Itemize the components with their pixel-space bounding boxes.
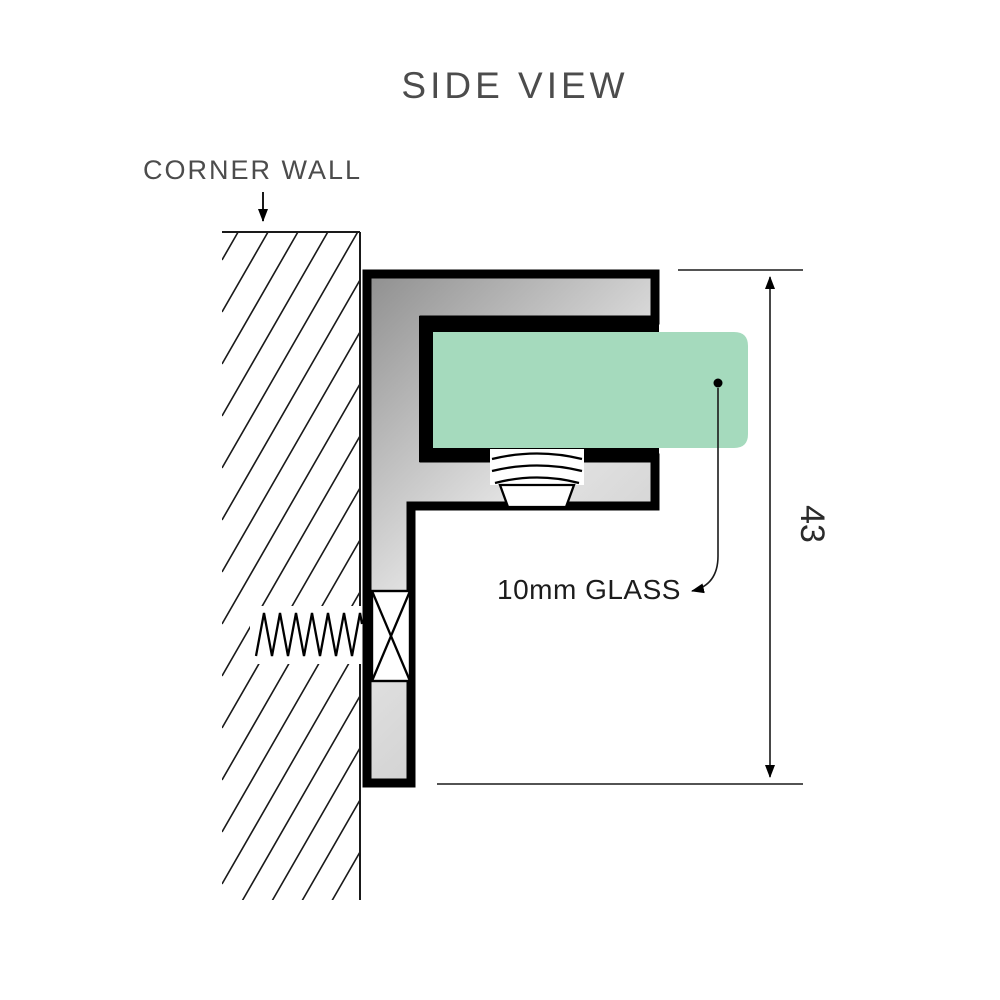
hatch-line	[271, 747, 360, 900]
glass-leader-line	[691, 388, 719, 594]
grub-screw-ridge	[491, 464, 583, 473]
hatch-line	[222, 233, 269, 313]
diagram-title: SIDE VIEW	[401, 65, 628, 106]
hatch-line	[331, 851, 360, 900]
wall-screw-threads	[254, 612, 364, 657]
hatch-line	[301, 799, 360, 900]
grub-screw-ridge	[494, 476, 580, 485]
hatch-line	[222, 331, 360, 573]
hatch-line	[222, 233, 359, 469]
corner-wall-label: CORNER WALL	[143, 155, 362, 185]
screw-head-cross-line	[370, 590, 412, 682]
dimension-label: 43	[793, 505, 831, 543]
hatch-line	[222, 383, 360, 625]
wall-screw-head	[370, 589, 412, 683]
glass-label: 10mm GLASS	[497, 574, 681, 605]
hatch-line	[222, 233, 329, 417]
hatch-line	[222, 233, 299, 365]
hatch-line	[222, 643, 360, 885]
hatch-line	[222, 279, 360, 521]
hatch-line	[241, 695, 360, 900]
glass-panel	[433, 332, 748, 448]
grub-screw	[490, 449, 584, 509]
hatch-line	[222, 435, 360, 677]
grub-screw-ridge	[491, 452, 583, 461]
grub-screw-cup	[498, 483, 576, 509]
glass-leader-dot	[713, 378, 723, 388]
